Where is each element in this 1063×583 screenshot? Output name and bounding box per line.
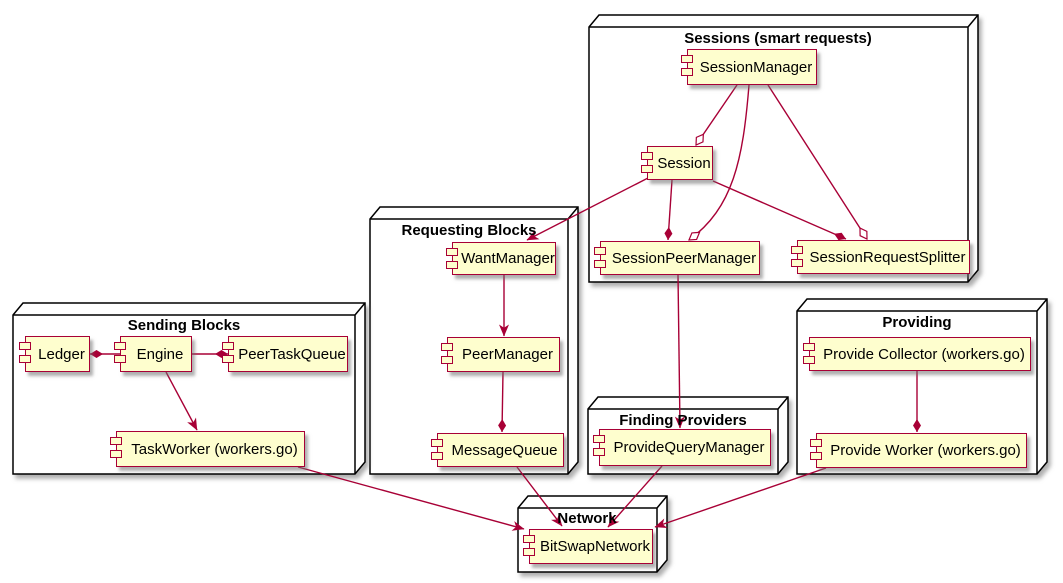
component-icon	[803, 343, 815, 351]
component-icon	[593, 435, 605, 443]
component-label: BitSwapNetwork	[539, 538, 651, 555]
component-icon	[641, 152, 653, 160]
package-title-sending-blocks: Sending Blocks	[127, 317, 241, 334]
component-icon	[431, 452, 443, 460]
component-ledger: Ledger	[19, 336, 90, 372]
component-icon	[19, 355, 31, 363]
package-sessions	[588, 14, 979, 283]
component-peer-task-queue: PeerTaskQueue	[222, 336, 348, 372]
edge-taskworker-bitswapnetwork	[297, 466, 525, 531]
component-bitswap-network: BitSwapNetwork	[523, 529, 653, 564]
component-label: Engine	[136, 345, 184, 363]
component-icon	[593, 448, 605, 456]
package-title-providing: Providing	[882, 314, 952, 331]
component-icon	[641, 165, 653, 173]
component-label: ProvideQueryManager	[613, 439, 765, 456]
edge-engine-taskworker	[165, 371, 198, 431]
component-icon	[110, 437, 122, 445]
component-label: SessionRequestSplitter	[809, 248, 966, 266]
edge-session-wantmanager	[526, 177, 649, 241]
component-label: Provide Worker (workers.go)	[830, 442, 1021, 459]
component-icon	[431, 439, 443, 447]
component-icon	[441, 343, 453, 351]
component-icon	[446, 248, 458, 256]
component-provide-query-manager: ProvideQueryManager	[593, 429, 771, 466]
package-title-network: Network	[557, 510, 617, 527]
component-icon	[446, 261, 458, 269]
package-title-finding-providers: Finding Providers	[619, 412, 747, 429]
package-title-requesting-blocks: Requesting Blocks	[401, 222, 537, 239]
component-message-queue: MessageQueue	[431, 433, 564, 467]
component-icon	[114, 355, 126, 363]
component-icon	[810, 439, 822, 447]
component-provide-collector: Provide Collector (workers.go)	[803, 337, 1031, 371]
component-icon	[594, 247, 606, 255]
edge-session-sessionpeermanager	[664, 179, 673, 241]
component-icon	[523, 548, 535, 556]
component-session-request-splitter: SessionRequestSplitter	[791, 240, 970, 274]
component-icon	[681, 55, 693, 63]
component-label: SessionManager	[699, 58, 813, 76]
component-icon	[110, 450, 122, 458]
component-label: TaskWorker (workers.go)	[131, 440, 298, 458]
component-label: WantManager	[461, 250, 555, 267]
component-session-peer-manager: SessionPeerManager	[594, 241, 760, 275]
component-label: Ledger	[38, 345, 85, 363]
component-label: PeerManager	[462, 346, 553, 363]
component-label: MessageQueue	[451, 441, 558, 459]
edge-peermanager-messagequeue	[498, 371, 507, 433]
component-label: PeerTaskQueue	[238, 345, 346, 363]
component-icon	[222, 342, 234, 350]
component-icon	[523, 535, 535, 543]
component-session: Session	[641, 146, 713, 180]
component-session-manager: SessionManager	[681, 49, 817, 85]
component-icon	[441, 356, 453, 364]
component-icon	[803, 356, 815, 364]
component-label: SessionPeerManager	[611, 249, 757, 267]
component-icon	[791, 246, 803, 254]
component-icon	[810, 452, 822, 460]
component-provide-worker: Provide Worker (workers.go)	[810, 433, 1027, 468]
edge-messagequeue-bitswapnetwork	[516, 466, 563, 527]
component-icon	[594, 260, 606, 268]
component-icon	[222, 355, 234, 363]
component-want-manager: WantManager	[446, 242, 556, 275]
component-label: Provide Collector (workers.go)	[823, 345, 1025, 363]
edge-sessionmanager-sessionrequestsplitter	[767, 84, 867, 239]
edge-sessionmanager-sessionpeermanager	[689, 84, 750, 240]
edge-sessionpeermanager-providequerymanager	[674, 274, 685, 429]
component-label: Session	[657, 154, 711, 172]
edge-session-sessionrequestsplitter	[712, 180, 847, 241]
component-icon	[19, 342, 31, 350]
component-task-worker: TaskWorker (workers.go)	[110, 431, 305, 467]
component-peer-manager: PeerManager	[441, 337, 560, 372]
edge-sessionmanager-session	[696, 84, 738, 145]
package-title-sessions: Sessions (smart requests)	[684, 30, 872, 47]
component-icon	[681, 68, 693, 76]
component-icon	[114, 342, 126, 350]
component-engine: Engine	[114, 336, 192, 372]
component-icon	[791, 259, 803, 267]
edge-provideworker-bitswapnetwork	[654, 467, 827, 528]
edge-providequerymanager-bitswapnetwork	[607, 465, 663, 528]
